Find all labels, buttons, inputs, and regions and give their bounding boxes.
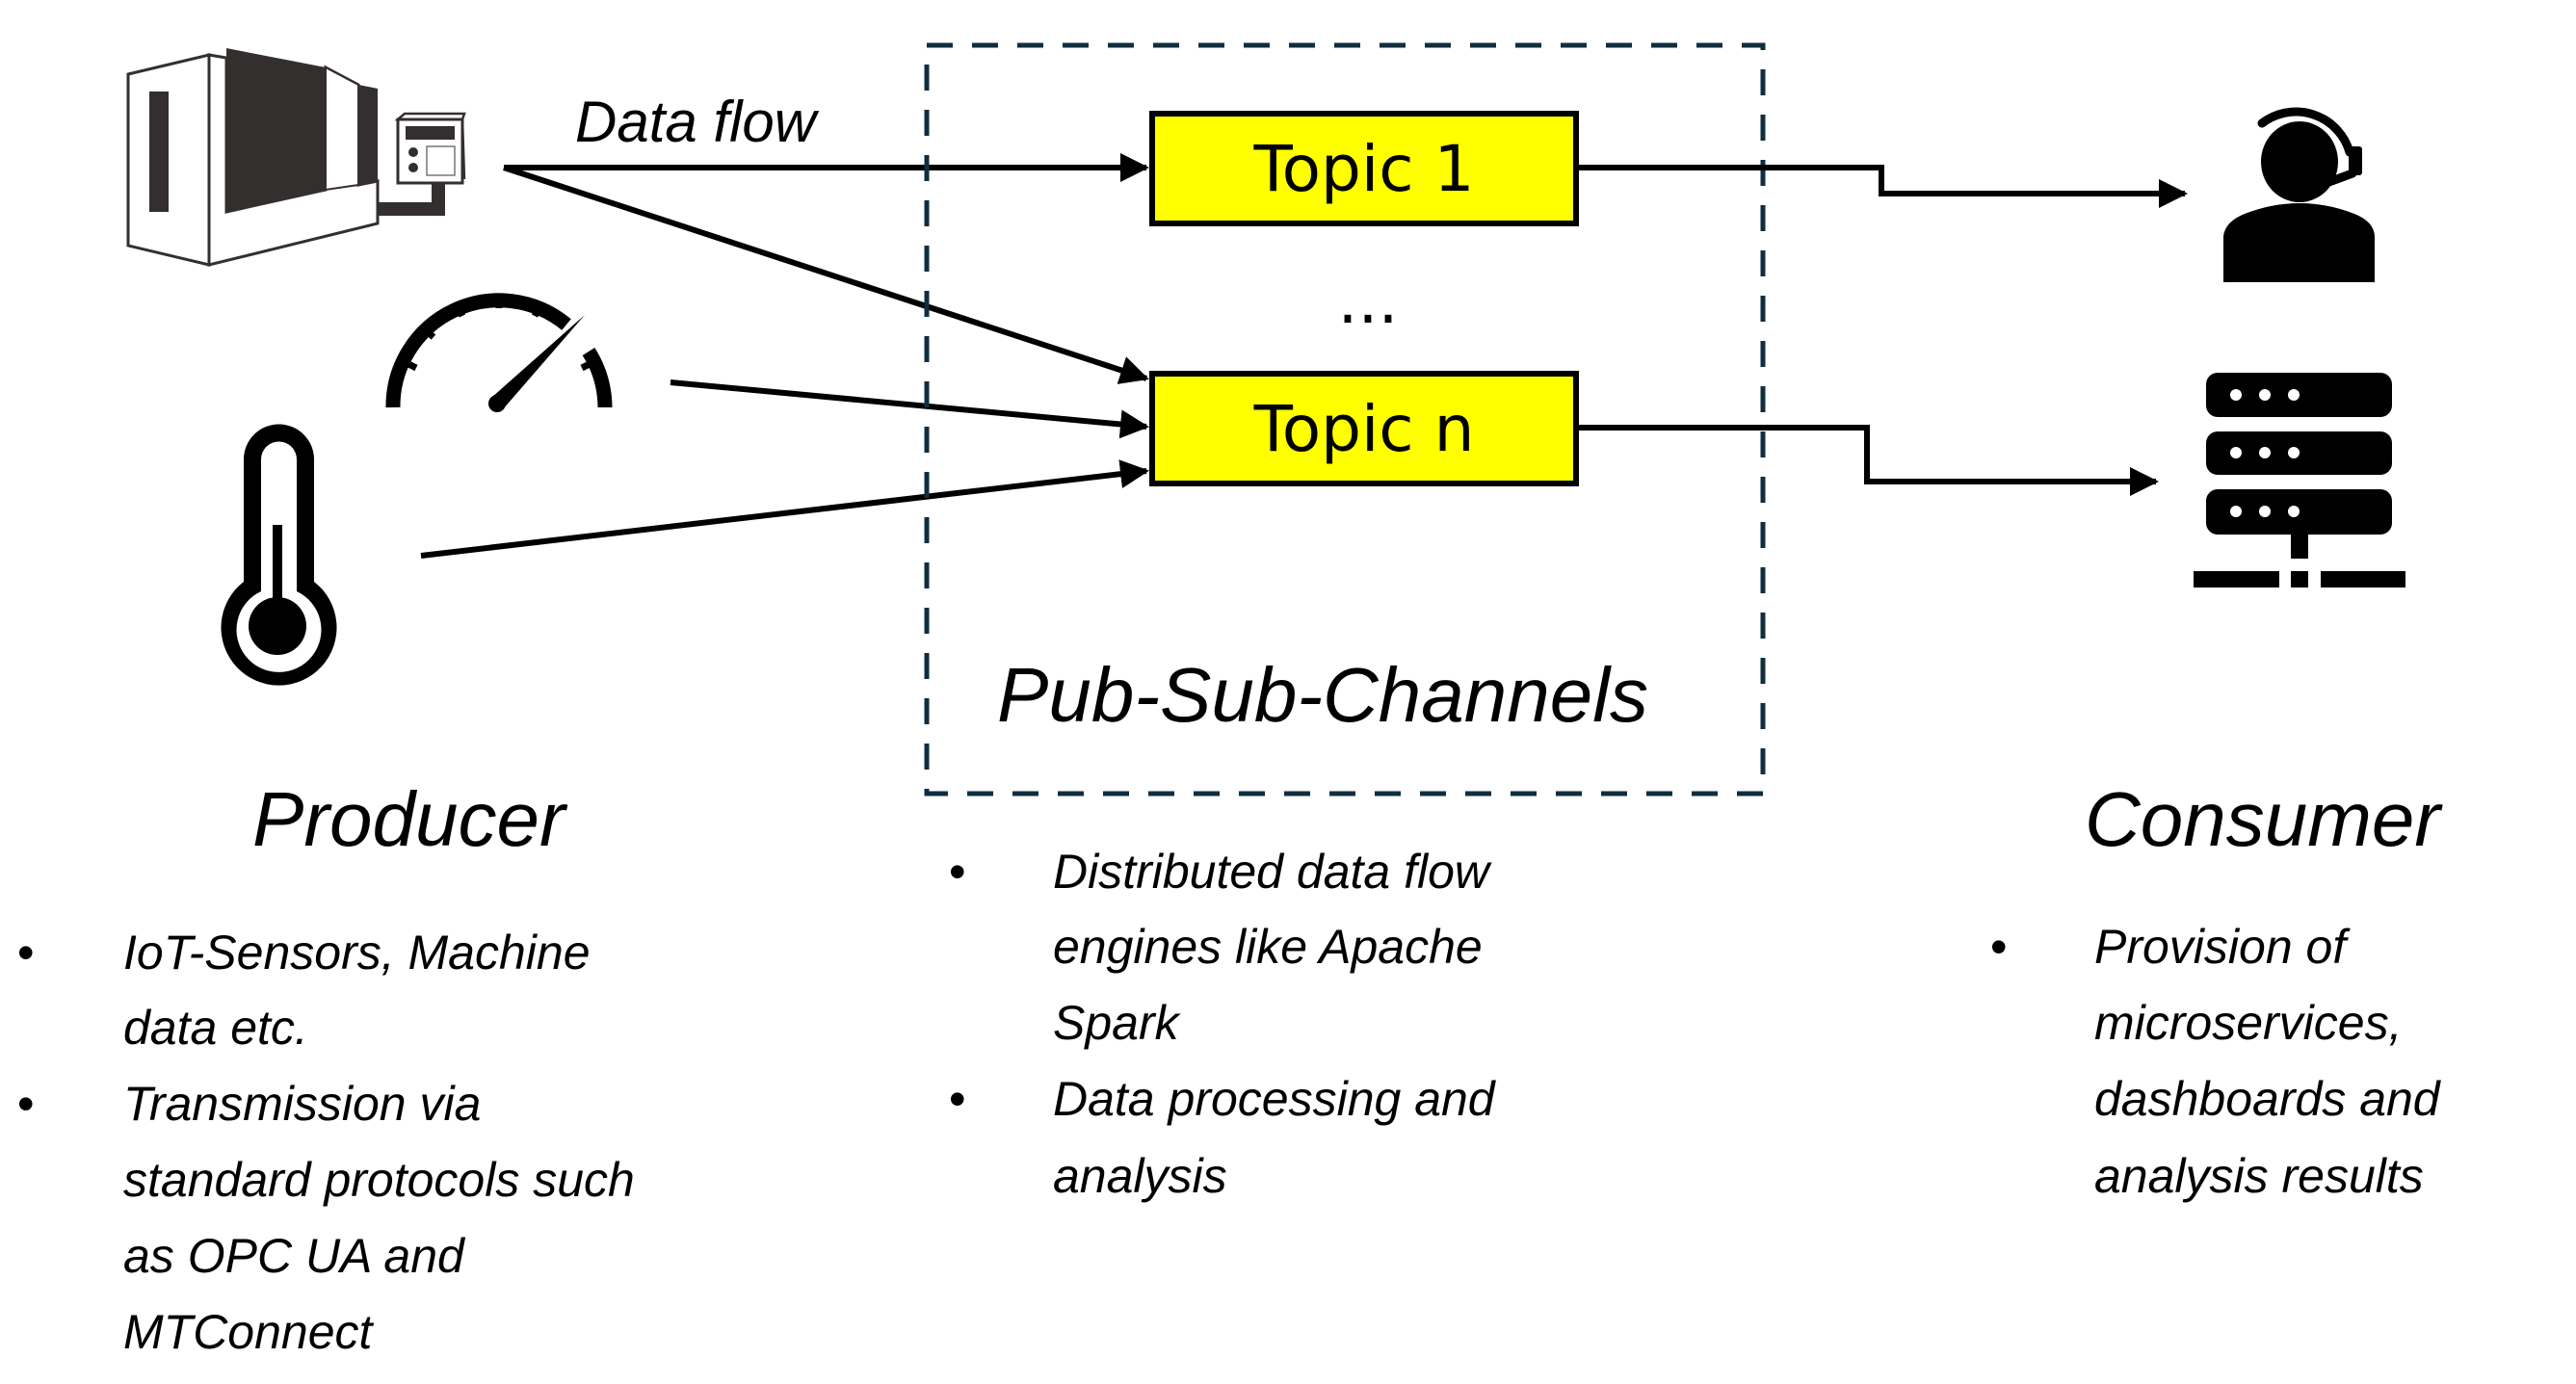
channel-bullet-1: • Distributed data flow engines like Apa… [949,845,1492,1050]
connector-topic1-user [1579,165,2188,208]
channel-bullet-2: • Data processing and analysis [949,1072,1497,1203]
producer-title: Producer [252,776,568,862]
data-flow-label: Data flow [575,90,820,154]
server-icon [2194,373,2405,588]
bullet-marker: • [1990,920,2008,974]
bullet-marker: • [949,845,966,899]
headset-user-icon [2223,107,2375,282]
bullet-line: data etc. [123,1001,308,1055]
pub-sub-channel-box [924,42,1766,796]
consumer-title: Consumer [2085,776,2443,862]
topic-n[interactable]: Topic n [1149,371,1579,486]
consumer-connectors [1579,165,2188,496]
bullet-line: engines like Apache [1053,920,1483,974]
connector-topicn-server [1579,425,2159,496]
topic-ellipsis: ... [1338,264,1399,338]
bullet-marker: • [17,1077,35,1131]
producer-bullet-2: • Transmission via standard protocols su… [17,1077,635,1359]
bullet-line: dashboards and [2094,1072,2442,1126]
topic-n-box[interactable] [1149,371,1579,486]
machine-tool-icon [126,48,466,267]
topic-1-box[interactable] [1149,111,1579,226]
bullet-line: IoT-Sensors, Machine [123,926,591,979]
bullet-line: analysis results [2094,1149,2424,1203]
thermometer-icon [221,424,337,686]
channel-title: Pub-Sub-Channels [997,652,1648,738]
bullet-line: Transmission via [123,1077,481,1131]
channel-bullet-list: • Distributed data flow engines like Apa… [949,845,1497,1203]
consumer-bullet-1: • Provision of microservices, dashboards… [1990,920,2442,1203]
bullet-line: MTConnect [123,1305,375,1359]
consumer-bullet-list: • Provision of microservices, dashboards… [1990,920,2442,1203]
bullet-line: Distributed data flow [1053,845,1492,899]
bullet-line: analysis [1053,1149,1227,1203]
producer-bullet-1: • IoT-Sensors, Machine data etc. [17,926,591,1055]
topic-n-label: Topic n [1253,392,1475,466]
bullet-marker: • [949,1072,966,1126]
topic-1-label: Topic 1 [1253,132,1475,206]
gauge-icon [385,293,613,412]
bullet-marker: • [17,926,35,979]
producer-bullet-list: • IoT-Sensors, Machine data etc. • Trans… [17,926,635,1359]
bullet-line: Provision of [2094,920,2351,974]
connector-thermometer-topicn [420,459,1149,559]
producer-connectors [420,153,1149,559]
bullet-line: Data processing and [1053,1072,1497,1126]
bullet-line: microservices, [2094,996,2402,1050]
bullet-line: Spark [1053,996,1182,1050]
bullet-line: as OPC UA and [123,1229,466,1283]
connector-machine-topicn [503,165,1149,384]
topic-1[interactable]: Topic 1 [1149,111,1579,226]
connector-gauge-topicn [670,379,1149,439]
bullet-line: standard protocols such [123,1153,635,1207]
